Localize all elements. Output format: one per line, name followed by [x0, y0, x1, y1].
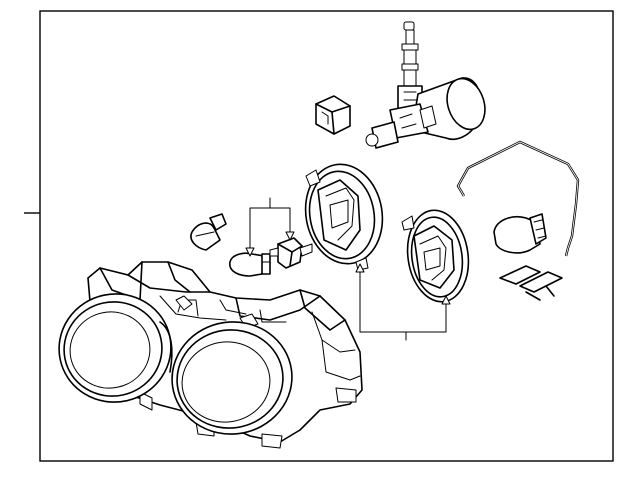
spring-clip: [499, 265, 563, 301]
access-cover-right: [401, 209, 470, 303]
headlamp-assembly: [58, 261, 363, 449]
amber-bulb: [493, 213, 547, 254]
side-marker-bulb: [229, 252, 271, 277]
callout-covers: [359, 271, 447, 333]
bulb-socket-connector: [365, 21, 486, 149]
retaining-wire-clip: [456, 140, 580, 257]
diagram-frame: [39, 10, 614, 462]
connector-clip: [315, 95, 351, 135]
bulb-holder: [269, 237, 313, 269]
small-wedge-bulb: [190, 213, 227, 251]
access-cover-left: [304, 163, 384, 271]
